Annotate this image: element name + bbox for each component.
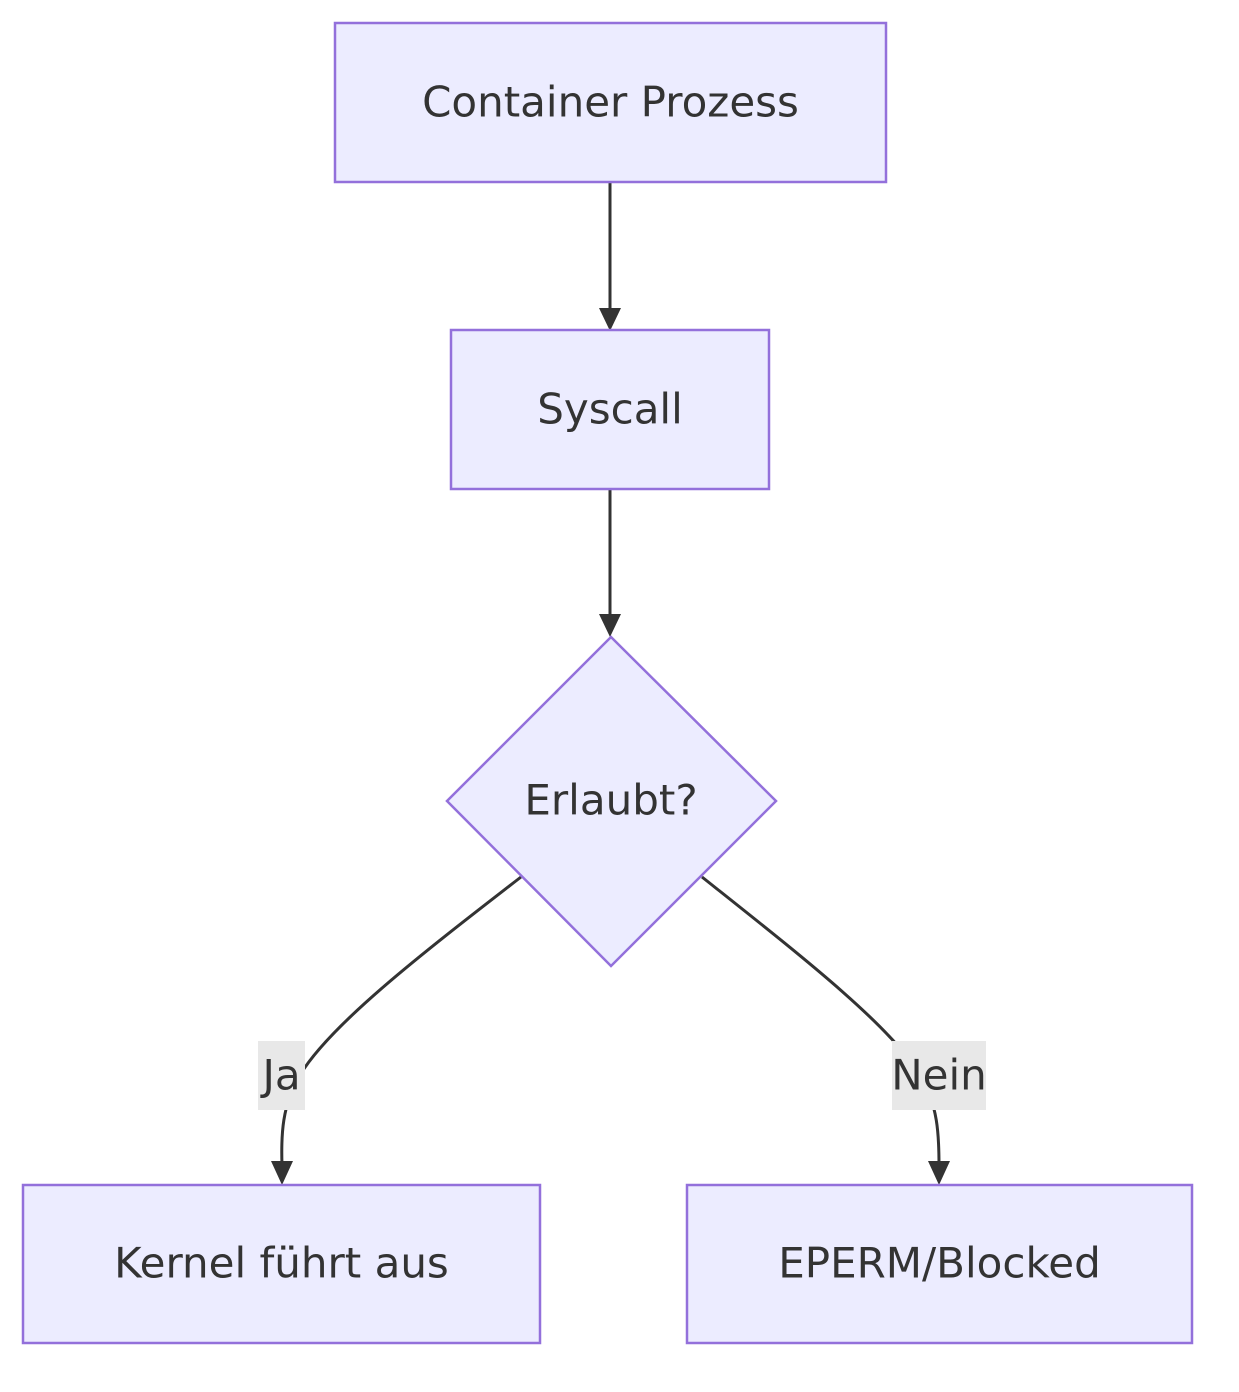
node-syscall-box (449, 328, 771, 491)
node-container-process: Container Prozess (333, 21, 888, 184)
node-kernel-executes-box (21, 1183, 542, 1345)
node-syscall: Syscall (449, 328, 771, 491)
edge-label-yes: Ja (258, 1041, 305, 1110)
edge-label-yes-text: Ja (259, 1051, 300, 1100)
node-eperm-blocked-label: EPERM/Blocked (778, 1239, 1101, 1288)
node-decision-label: Erlaubt? (524, 776, 697, 825)
arrowhead-syscall (599, 308, 621, 331)
arrowhead-blocked (928, 1161, 950, 1185)
arrowhead-kernel (271, 1161, 293, 1185)
arrowhead-decision (599, 614, 621, 637)
node-decision-diamond (445, 635, 778, 968)
edge-label-no-text: Nein (891, 1051, 987, 1100)
node-kernel-executes-label: Kernel führt aus (114, 1239, 449, 1288)
edge-decision-to-kernel (280, 875, 522, 1166)
node-eperm-blocked-box (685, 1183, 1194, 1345)
node-decision: Erlaubt? (445, 635, 778, 968)
node-eperm-blocked: EPERM/Blocked (685, 1183, 1194, 1345)
edge-label-no: Nein (891, 1041, 987, 1110)
node-kernel-executes: Kernel führt aus (21, 1183, 542, 1345)
node-syscall-label: Syscall (537, 385, 683, 434)
edge-decision-to-blocked (701, 875, 941, 1166)
edge-label-yes-background (258, 1041, 305, 1110)
node-container-process-label: Container Prozess (422, 78, 799, 127)
node-container-process-box (333, 21, 888, 184)
edge-label-no-background (892, 1041, 986, 1110)
